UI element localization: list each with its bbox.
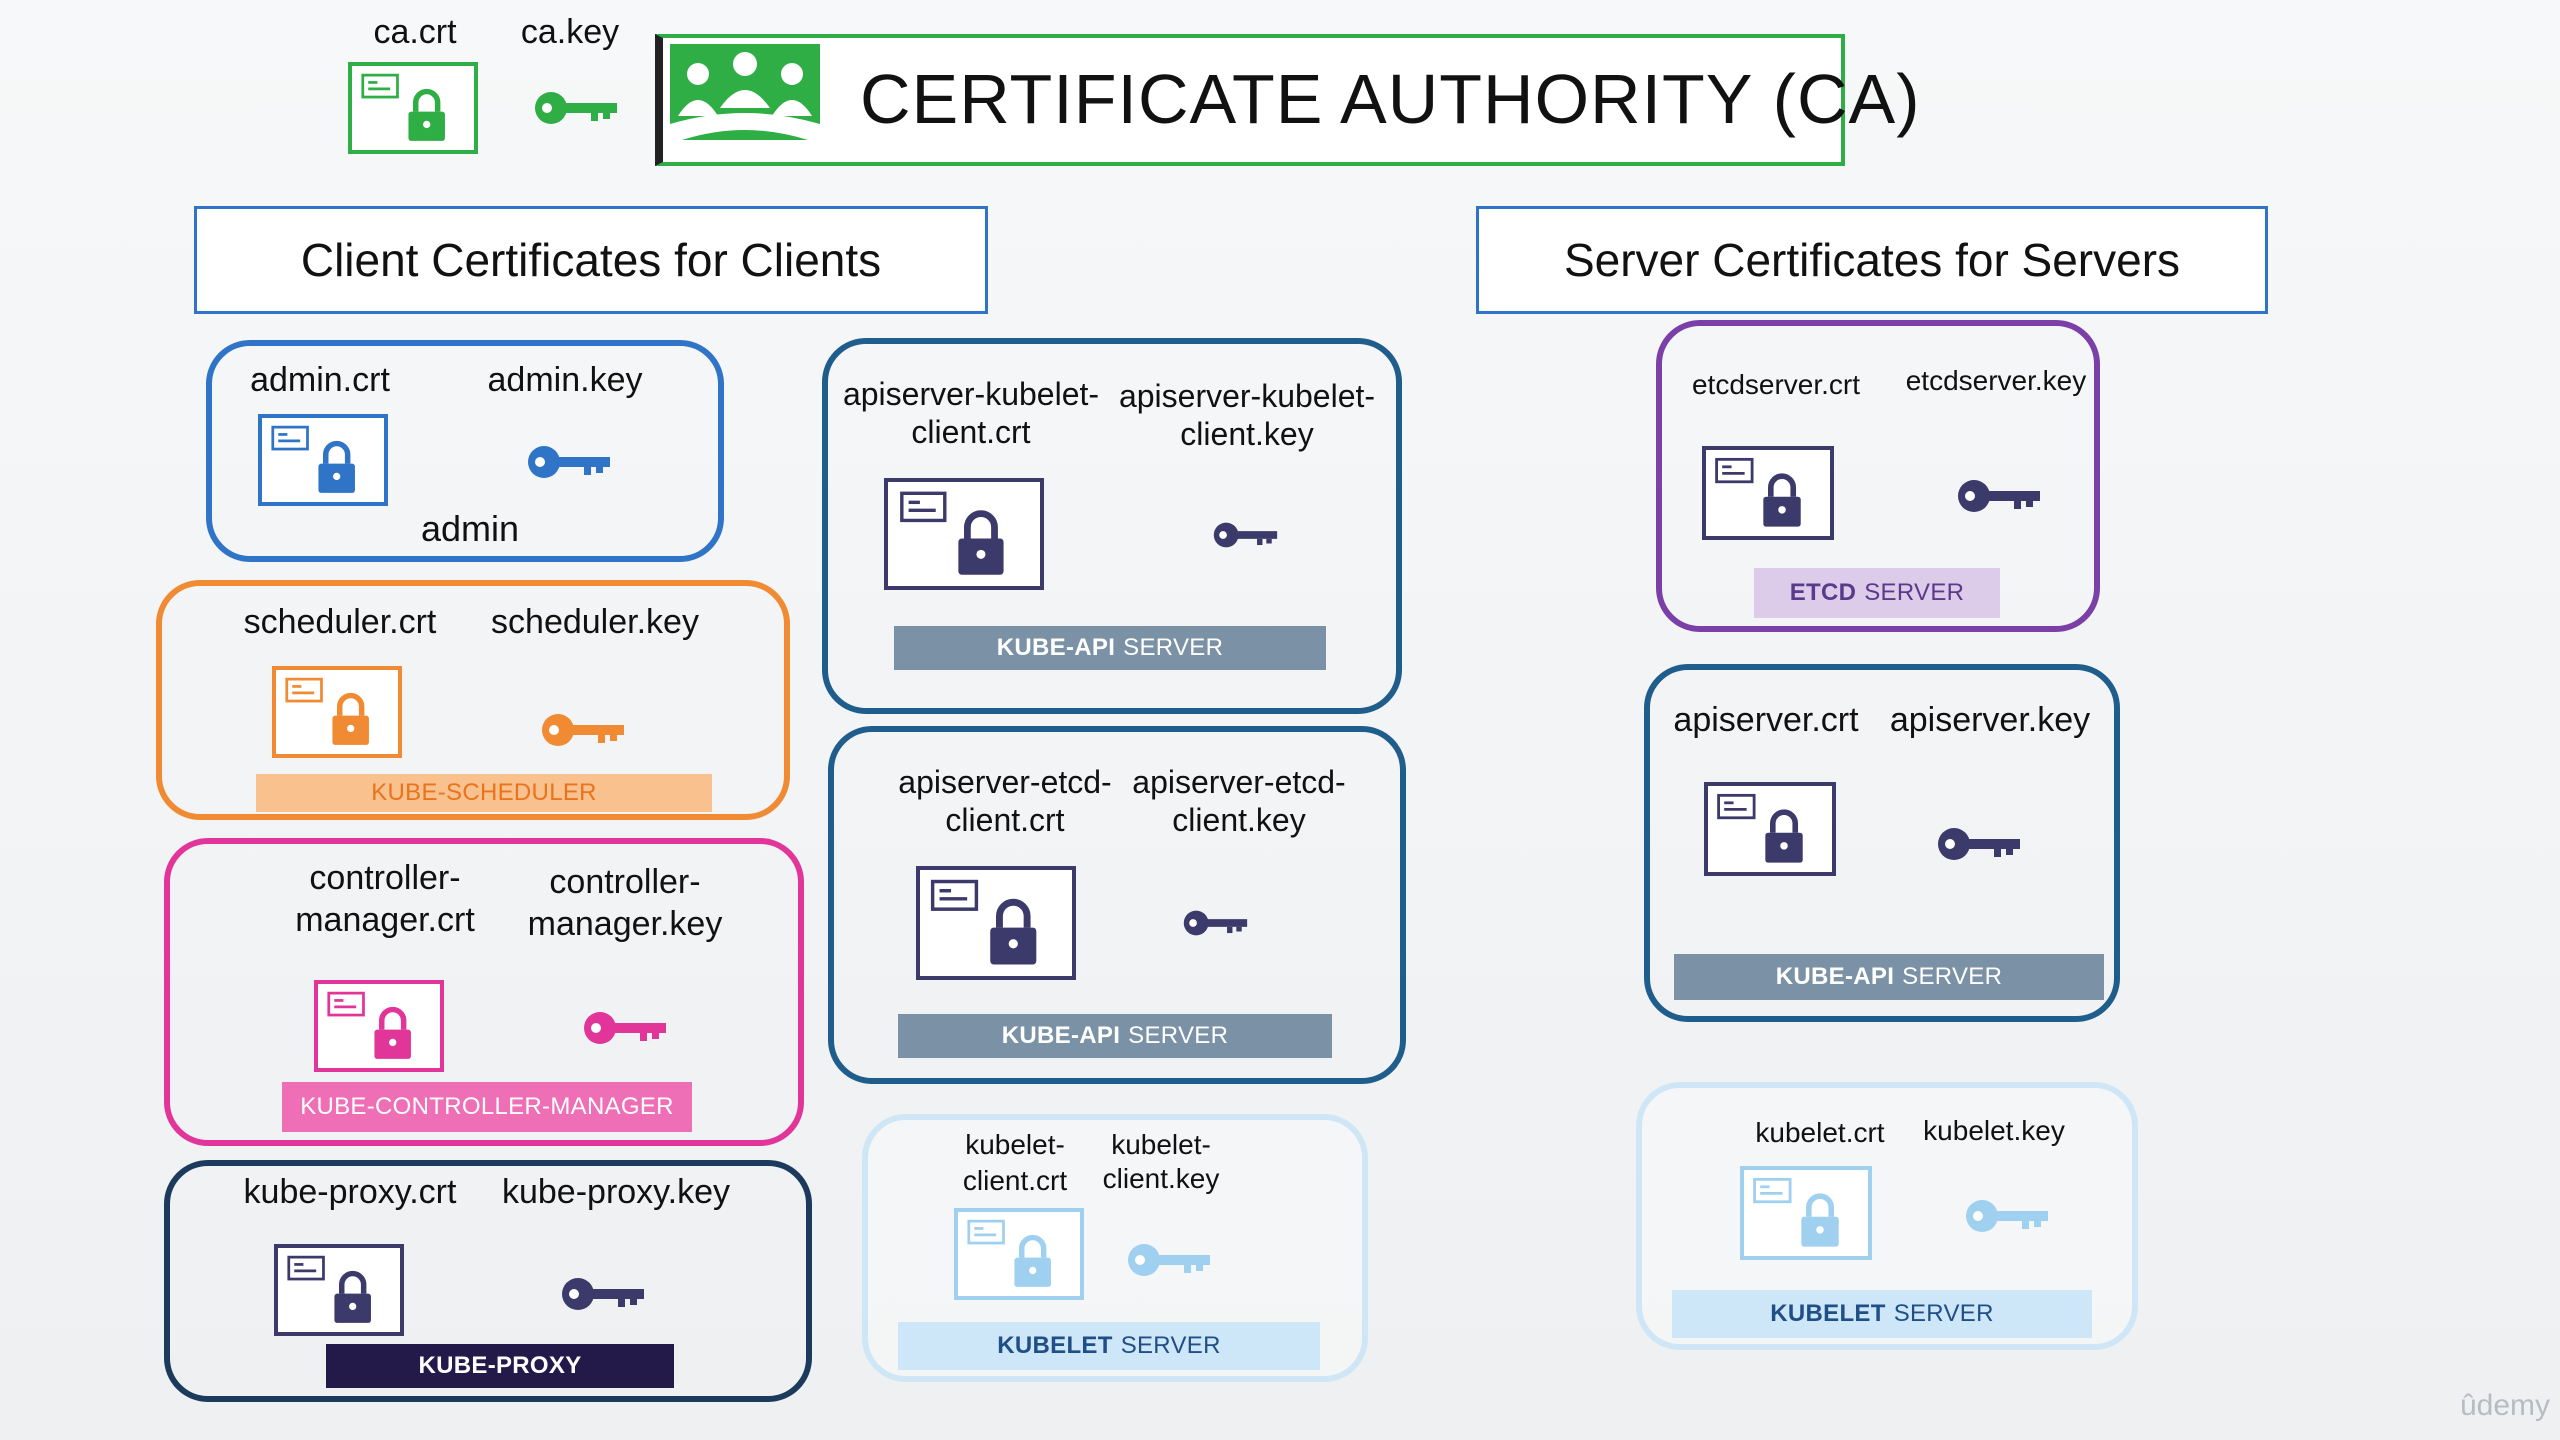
ca-key-icon bbox=[533, 86, 623, 130]
apiserver-etcd-client-group bbox=[828, 726, 1406, 1084]
scheduler-group bbox=[156, 580, 790, 820]
admin-name-label: admin bbox=[420, 508, 520, 549]
kube-proxy-key-icon bbox=[560, 1272, 650, 1316]
kube-proxy-key-label: kube-proxy.key bbox=[501, 1173, 731, 1211]
ca-banner bbox=[655, 34, 1845, 166]
apiserver-etcd-client-crt-label-1: apiserver-etcd- bbox=[898, 764, 1112, 800]
ca-people-icon bbox=[670, 44, 820, 150]
kube-proxy-group bbox=[164, 1160, 812, 1402]
apiserver-etcd-client-banner-bold: KUBE-API bbox=[1001, 1022, 1121, 1049]
apiserver-server-banner-bold: KUBE-API bbox=[1775, 963, 1895, 990]
apiserver-kubelet-client-banner: KUBE-API SERVER bbox=[894, 626, 1326, 670]
admin-key-icon bbox=[526, 440, 616, 484]
kube-proxy-cert-icon bbox=[274, 1244, 404, 1336]
etcd-server-banner: ETCD SERVER bbox=[1754, 568, 2000, 618]
apiserver-etcd-client-key-label-2: client.key bbox=[1172, 802, 1306, 838]
kubelet-server-banner: KUBELET SERVER bbox=[1672, 1290, 2092, 1338]
kubelet-client-banner-rest: SERVER bbox=[1120, 1332, 1221, 1359]
apiserver-kubelet-client-banner-bold: KUBE-API bbox=[996, 634, 1116, 661]
scheduler-key-label: scheduler.key bbox=[491, 603, 699, 641]
scheduler-cert-icon bbox=[272, 666, 402, 758]
kubelet-client-crt-label-1: kubelet- bbox=[965, 1129, 1065, 1160]
apiserver-key-label: apiserver.key bbox=[1889, 701, 2091, 739]
kube-controller-manager-banner: KUBE-CONTROLLER-MANAGER bbox=[282, 1082, 692, 1132]
kubelet-server-banner-rest: SERVER bbox=[1893, 1300, 1994, 1327]
etcd-server-banner-rest: SERVER bbox=[1864, 579, 1965, 606]
client-certs-title: Client Certificates for Clients bbox=[300, 234, 882, 286]
controller-crt-label-1: controller- bbox=[309, 859, 461, 897]
apiserver-etcd-client-key-icon bbox=[1182, 906, 1252, 940]
etcd-server-key-icon bbox=[1956, 474, 2046, 518]
admin-cert-icon bbox=[258, 414, 388, 506]
kubelet-client-banner-bold: KUBELET bbox=[997, 1332, 1113, 1359]
controller-key-label-1: controller- bbox=[549, 863, 701, 901]
apiserver-kubelet-client-group bbox=[822, 338, 1402, 714]
controller-key-icon bbox=[582, 1006, 672, 1050]
controller-cert-icon bbox=[314, 980, 444, 1072]
server-certs-header: Server Certificates for Servers bbox=[1476, 206, 2268, 314]
apiserver-server-group bbox=[1644, 664, 2120, 1022]
apiserver-server-banner: KUBE-API SERVER bbox=[1674, 954, 2104, 1000]
kube-controller-manager-banner-text: KUBE-CONTROLLER-MANAGER bbox=[300, 1093, 674, 1120]
ca-key-label: ca.key bbox=[520, 13, 620, 51]
apiserver-kubelet-client-key-icon bbox=[1212, 518, 1282, 552]
apiserver-kubelet-client-banner-rest: SERVER bbox=[1123, 634, 1224, 661]
etcd-server-group bbox=[1656, 320, 2100, 632]
ca-cert-icon bbox=[348, 62, 478, 154]
etcd-server-cert-icon bbox=[1702, 446, 1834, 540]
kubelet-client-cert-icon bbox=[954, 1208, 1084, 1300]
apiserver-kubelet-client-crt-label-2: client.crt bbox=[911, 414, 1031, 450]
kubelet-client-key-icon bbox=[1126, 1238, 1216, 1282]
ca-cert-label: ca.crt bbox=[373, 13, 457, 51]
apiserver-kubelet-client-key-label-2: client.key bbox=[1180, 416, 1314, 452]
scheduler-key-icon bbox=[540, 708, 630, 752]
admin-key-label: admin.key bbox=[487, 361, 643, 399]
udemy-watermark: ûdemy bbox=[2459, 1389, 2550, 1422]
controller-crt-label-2: manager.crt bbox=[295, 901, 475, 939]
controller-manager-group bbox=[164, 838, 804, 1146]
apiserver-kubelet-client-cert-icon bbox=[884, 478, 1044, 590]
apiserver-etcd-client-banner-rest: SERVER bbox=[1128, 1022, 1229, 1049]
admin-crt-label: admin.crt bbox=[250, 361, 390, 399]
apiserver-etcd-client-crt-label-2: client.crt bbox=[945, 802, 1065, 838]
kube-scheduler-banner: KUBE-SCHEDULER bbox=[256, 774, 712, 812]
kubelet-client-crt-label-2: client.crt bbox=[962, 1165, 1068, 1196]
kube-proxy-banner-text: KUBE-PROXY bbox=[418, 1352, 582, 1379]
kube-proxy-banner: KUBE-PROXY bbox=[326, 1344, 674, 1388]
apiserver-etcd-client-key-label-1: apiserver-etcd- bbox=[1132, 764, 1346, 800]
apiserver-crt-label: apiserver.crt bbox=[1673, 701, 1859, 739]
apiserver-kubelet-client-key-label-1: apiserver-kubelet- bbox=[1118, 378, 1376, 414]
ca-title: CERTIFICATE AUTHORITY (CA) bbox=[860, 60, 1921, 138]
kube-proxy-crt-label: kube-proxy.crt bbox=[243, 1173, 457, 1211]
apiserver-key-icon bbox=[1936, 822, 2026, 866]
kubelet-client-banner: KUBELET SERVER bbox=[898, 1322, 1320, 1370]
apiserver-server-banner-rest: SERVER bbox=[1902, 963, 2003, 990]
kubelet-server-key-icon bbox=[1964, 1194, 2054, 1238]
kubelet-server-key-label: kubelet.key bbox=[1923, 1115, 2065, 1146]
kubelet-server-banner-bold: KUBELET bbox=[1770, 1300, 1886, 1327]
controller-key-label-2: manager.key bbox=[527, 905, 723, 943]
etcd-server-banner-bold: ETCD bbox=[1789, 579, 1857, 606]
server-certs-title: Server Certificates for Servers bbox=[1563, 234, 2181, 286]
kubelet-server-cert-icon bbox=[1740, 1166, 1872, 1260]
etcd-server-crt-label: etcdserver.crt bbox=[1691, 369, 1861, 400]
kube-scheduler-banner-text: KUBE-SCHEDULER bbox=[371, 779, 597, 806]
apiserver-kubelet-client-crt-label-1: apiserver-kubelet- bbox=[842, 376, 1100, 412]
client-certs-header: Client Certificates for Clients bbox=[194, 206, 988, 314]
apiserver-etcd-client-banner: KUBE-API SERVER bbox=[898, 1014, 1332, 1058]
admin-group bbox=[206, 340, 724, 562]
apiserver-cert-icon bbox=[1704, 782, 1836, 876]
etcd-server-key-label: etcdserver.key bbox=[1905, 365, 2087, 396]
kubelet-client-key-label-2: client.key bbox=[1102, 1163, 1220, 1194]
kubelet-client-key-label-1: kubelet- bbox=[1111, 1129, 1211, 1160]
scheduler-crt-label: scheduler.crt bbox=[243, 603, 437, 641]
apiserver-etcd-client-cert-icon bbox=[916, 866, 1076, 980]
kubelet-server-crt-label: kubelet.crt bbox=[1755, 1117, 1885, 1148]
